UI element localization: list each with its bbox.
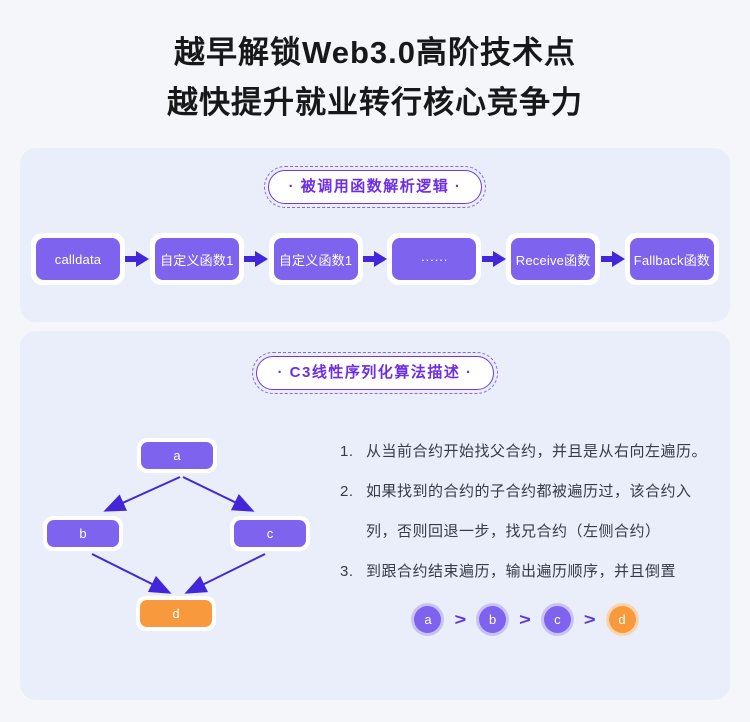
flow-node-label: 自定义函数1 xyxy=(273,238,358,280)
tree-node-label: a xyxy=(141,442,213,469)
tree-node-c: c xyxy=(230,516,310,551)
chevron-right-icon: > xyxy=(519,610,531,629)
flow-node-custom-fn-2: 自定义函数1 xyxy=(268,233,363,285)
title-line-2: 越快提升就业转行核心竞争力 xyxy=(167,85,583,120)
flow-node-label: Receive函数 xyxy=(511,238,596,280)
tree-node-a: a xyxy=(137,438,217,473)
title-line-1: 越早解锁Web3.0高阶技术点 xyxy=(174,35,576,70)
tree-node-b: b xyxy=(43,516,123,551)
flow-node-ellipsis: ······ xyxy=(387,233,482,285)
step-text: 从当前合约开始找父合约，并且是从右向左遍历。 xyxy=(366,443,708,460)
step-number: 1. xyxy=(340,443,354,460)
flow-node-label: 自定义函数1 xyxy=(154,238,239,280)
chevron-right-icon: > xyxy=(454,610,467,629)
step-number: 3. xyxy=(340,563,354,580)
tree-arrows xyxy=(91,476,266,594)
sequence-node-a: a xyxy=(414,606,442,633)
step-text: 到跟合约结束遍历，输出遍历顺序，并且倒置 xyxy=(366,563,677,580)
arrow-right-icon xyxy=(244,250,269,268)
step-item-3: 3. 到跟合约结束遍历，输出遍历顺序，并且倒置 xyxy=(340,552,710,592)
sequence-node-b: b xyxy=(479,606,507,633)
steps-list: 1. 从当前合约开始找父合约，并且是从右向左遍历。 2. 如果找到的合约的子合约… xyxy=(340,432,710,592)
flow-node-calldata: calldata xyxy=(31,233,125,285)
linearization-result-sequence: a > b > c > d xyxy=(340,606,710,633)
chevron-right-icon: > xyxy=(583,610,596,629)
tree-node-label: c xyxy=(234,520,306,547)
tree-node-label: b xyxy=(47,520,119,547)
badge-c3-linearization: · C3线性序列化算法描述 · xyxy=(252,352,498,394)
step-item-1: 1. 从当前合约开始找父合约，并且是从右向左遍历。 xyxy=(340,432,710,472)
flow-node-label: ······ xyxy=(392,238,477,280)
flow-diagram: calldata 自定义函数1 自定义函数1 ······ xyxy=(20,233,730,285)
sequence-node-d: d xyxy=(608,606,636,633)
card-function-resolution: · 被调用函数解析逻辑 · calldata 自定义函数1 自定义函数1 ·· xyxy=(20,148,730,322)
step-text: 如果找到的合约的子合约都被遍历过，该合约入列，否则回退一步，找兄合约（左侧合约） xyxy=(366,483,692,540)
flow-node-receive: Receive函数 xyxy=(506,233,601,285)
flow-node-label: Fallback函数 xyxy=(629,238,714,280)
step-number: 2. xyxy=(340,483,354,500)
flow-node-fallback: Fallback函数 xyxy=(624,233,719,285)
step-item-2: 2. 如果找到的合约的子合约都被遍历过，该合约入列，否则回退一步，找兄合约（左侧… xyxy=(340,472,710,552)
tree-node-label: d xyxy=(140,600,212,627)
arrow-right-icon xyxy=(481,250,506,268)
page-title: 越早解锁Web3.0高阶技术点 越快提升就业转行核心竞争力 xyxy=(0,28,750,128)
arrow-right-icon xyxy=(600,250,625,268)
sequence-node-c: c xyxy=(543,606,571,633)
flow-node-custom-fn-1: 自定义函数1 xyxy=(149,233,244,285)
flow-node-label: calldata xyxy=(36,238,120,280)
tree-node-d: d xyxy=(136,596,216,631)
inheritance-tree-diagram: a b c d xyxy=(30,430,330,655)
arrow-right-icon xyxy=(362,250,387,268)
card-c3-linearization: · C3线性序列化算法描述 · a xyxy=(20,331,730,700)
badge-function-resolution: · 被调用函数解析逻辑 · xyxy=(263,166,487,208)
algorithm-description: 1. 从当前合约开始找父合约，并且是从右向左遍历。 2. 如果找到的合约的子合约… xyxy=(330,430,730,655)
arrow-right-icon xyxy=(125,250,150,268)
